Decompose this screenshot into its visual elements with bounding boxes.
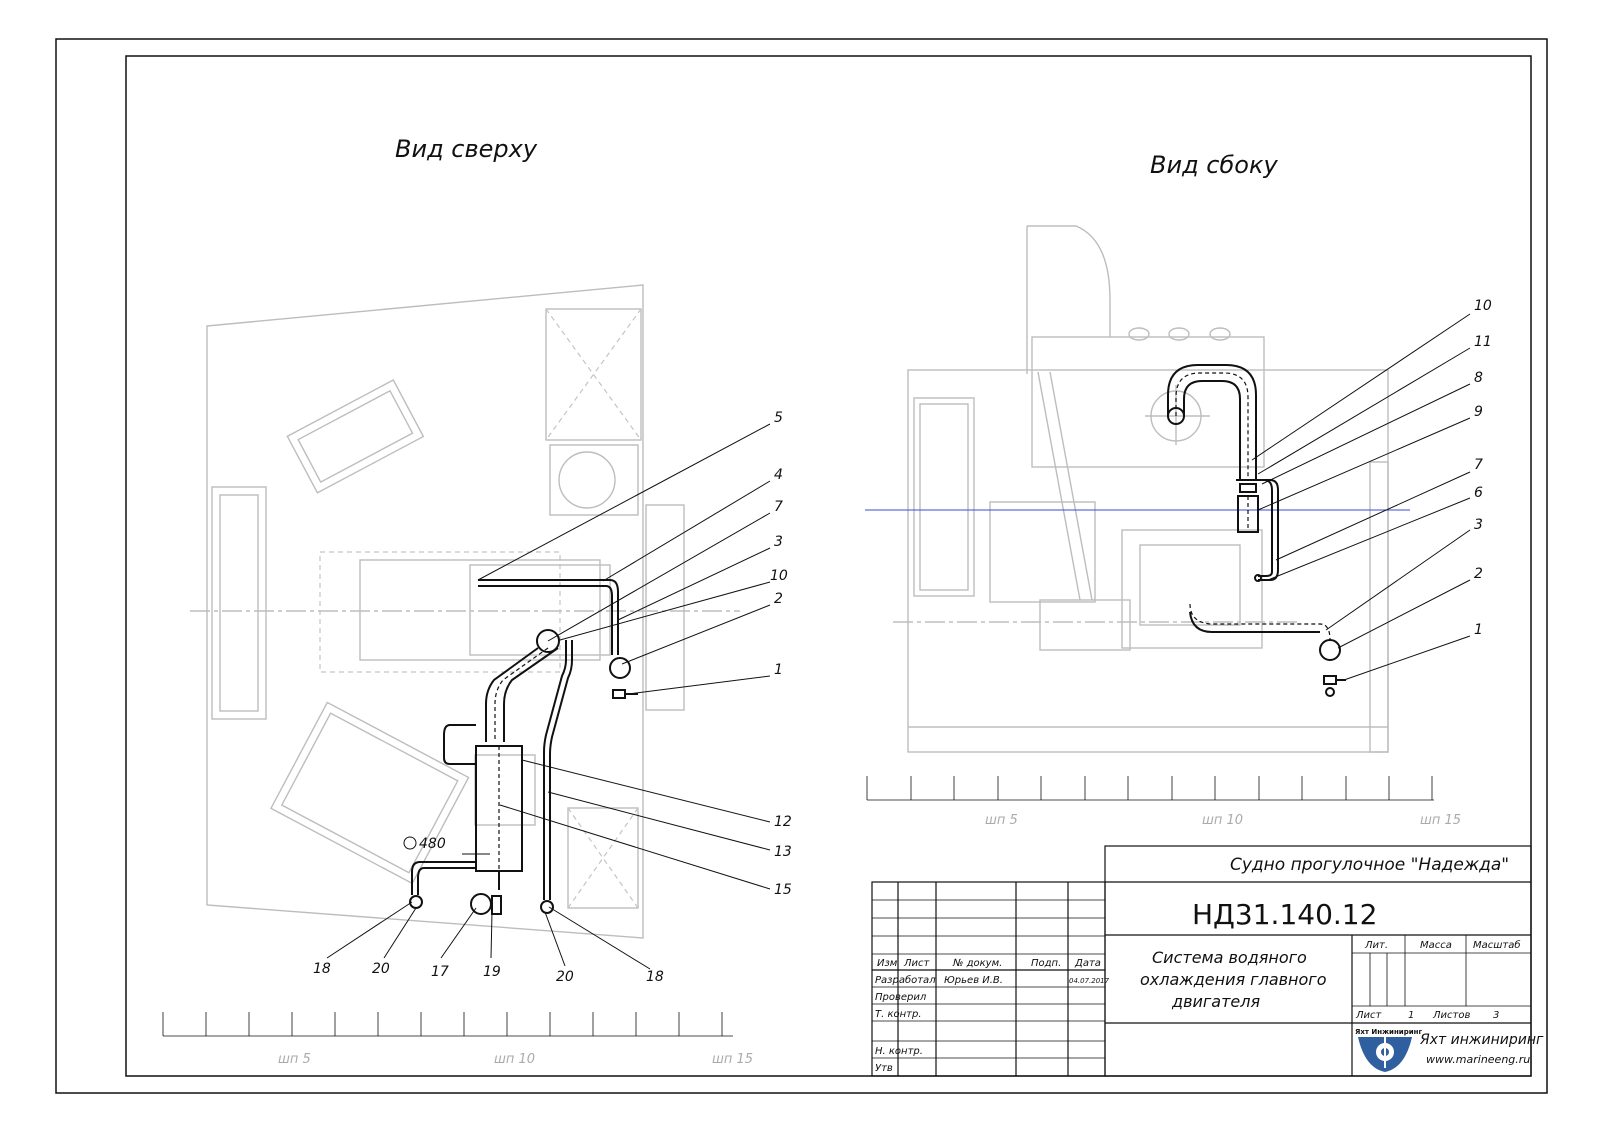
header-cell: № докум. xyxy=(952,958,1002,969)
callout-label: 3 xyxy=(1474,517,1483,533)
header-cell: Изм xyxy=(877,958,898,969)
side-view-title: Вид сбоку xyxy=(1150,151,1278,179)
callout-label: 13 xyxy=(774,844,792,860)
callout-label: 18 xyxy=(646,969,664,985)
callout-label: 8 xyxy=(1474,370,1483,386)
top-view-leaders xyxy=(326,423,771,970)
drawing-code: НД31.140.12 xyxy=(1192,898,1377,931)
role-label: Т. контр. xyxy=(875,1009,922,1020)
company-website: www.marineeng.ru xyxy=(1426,1053,1530,1066)
callout-label: 17 xyxy=(431,964,449,980)
top-view-title: Вид сверху xyxy=(395,135,538,163)
top-view-scale: шп 5 шп 10 шп 15 xyxy=(162,1012,753,1067)
scale-label: шп 15 xyxy=(712,1052,753,1067)
sheet-value: 1 xyxy=(1408,1010,1414,1021)
inner-frame xyxy=(125,55,1532,1077)
diameter-label: 480 xyxy=(419,836,446,852)
callout-label: 7 xyxy=(774,499,783,515)
scale-label: шп 10 xyxy=(1202,813,1243,828)
drawing-title-line: Система водяного xyxy=(1152,948,1307,967)
side-view-scale: шп 5 шп 10 шп 15 xyxy=(866,776,1461,828)
callout-label: 19 xyxy=(483,964,501,980)
callout-label: 1 xyxy=(1474,622,1483,638)
header-cell: Дата xyxy=(1074,958,1101,969)
scale-label: шп 10 xyxy=(494,1052,535,1067)
header-cell: Подп. xyxy=(1031,958,1061,969)
side-view-background xyxy=(893,225,1389,753)
side-view-leaders xyxy=(1251,313,1471,681)
top-view-pipework xyxy=(409,579,638,915)
sheets-label: Листов xyxy=(1432,1010,1470,1021)
col-mass: Масса xyxy=(1420,940,1452,951)
callout-label: 7 xyxy=(1474,457,1483,473)
role-label: Утв xyxy=(875,1063,893,1074)
company-name: Яхт инжиниринг xyxy=(1419,1032,1544,1048)
callout-label: 5 xyxy=(774,410,783,426)
drawing-title-line: двигателя xyxy=(1171,992,1260,1011)
top-view-background xyxy=(190,284,740,939)
sheet-label: Лист xyxy=(1355,1010,1383,1021)
col-lit: Лит. xyxy=(1364,940,1388,951)
drawing-title-line: охлаждения главного xyxy=(1140,970,1327,989)
callout-label: 6 xyxy=(1474,485,1483,501)
callout-label: 1 xyxy=(774,662,783,678)
col-scale: Масштаб xyxy=(1473,939,1521,951)
approval-date: 04.07.2017 xyxy=(1069,977,1110,985)
outer-frame xyxy=(55,38,1548,1094)
scale-label: шп 5 xyxy=(985,813,1018,828)
sheets-value: 3 xyxy=(1493,1010,1499,1021)
top-view-callouts: 5 4 7 3 10 2 1 12 13 15 18 20 17 19 20 1… xyxy=(313,410,792,985)
scale-label: шп 5 xyxy=(278,1052,311,1067)
callout-label: 11 xyxy=(1474,334,1492,350)
callout-label: 12 xyxy=(774,814,792,830)
callout-label: 4 xyxy=(774,467,783,483)
callout-label: 2 xyxy=(774,591,783,607)
callout-label: 2 xyxy=(1474,566,1483,582)
callout-label: 10 xyxy=(1474,298,1492,314)
callout-label: 20 xyxy=(556,969,574,985)
callout-label: 20 xyxy=(372,961,390,977)
callout-label: 15 xyxy=(774,882,792,898)
company-small: Яхт Инжиниринг xyxy=(1355,1028,1422,1036)
role-label: Н. контр. xyxy=(875,1046,923,1057)
side-view-callouts: 10 11 8 9 7 6 3 2 1 xyxy=(1474,298,1492,638)
callout-label: 10 xyxy=(770,568,788,584)
company-logo xyxy=(1358,1036,1412,1072)
callout-label: 3 xyxy=(774,534,783,550)
scale-label: шп 15 xyxy=(1420,813,1461,828)
title-block: Судно прогулочное "Надежда" НД31.140.12 … xyxy=(871,845,1544,1077)
developer-name: Юрьев И.В. xyxy=(944,975,1003,986)
vessel-name: Судно прогулочное "Надежда" xyxy=(1230,855,1509,875)
callout-label: 9 xyxy=(1474,404,1483,420)
role-label: Проверил xyxy=(875,992,927,1003)
role-label: Разработал xyxy=(875,974,936,986)
header-cell: Лист xyxy=(903,958,931,969)
callout-label: 18 xyxy=(313,961,331,977)
side-view-pipework xyxy=(1145,364,1346,697)
